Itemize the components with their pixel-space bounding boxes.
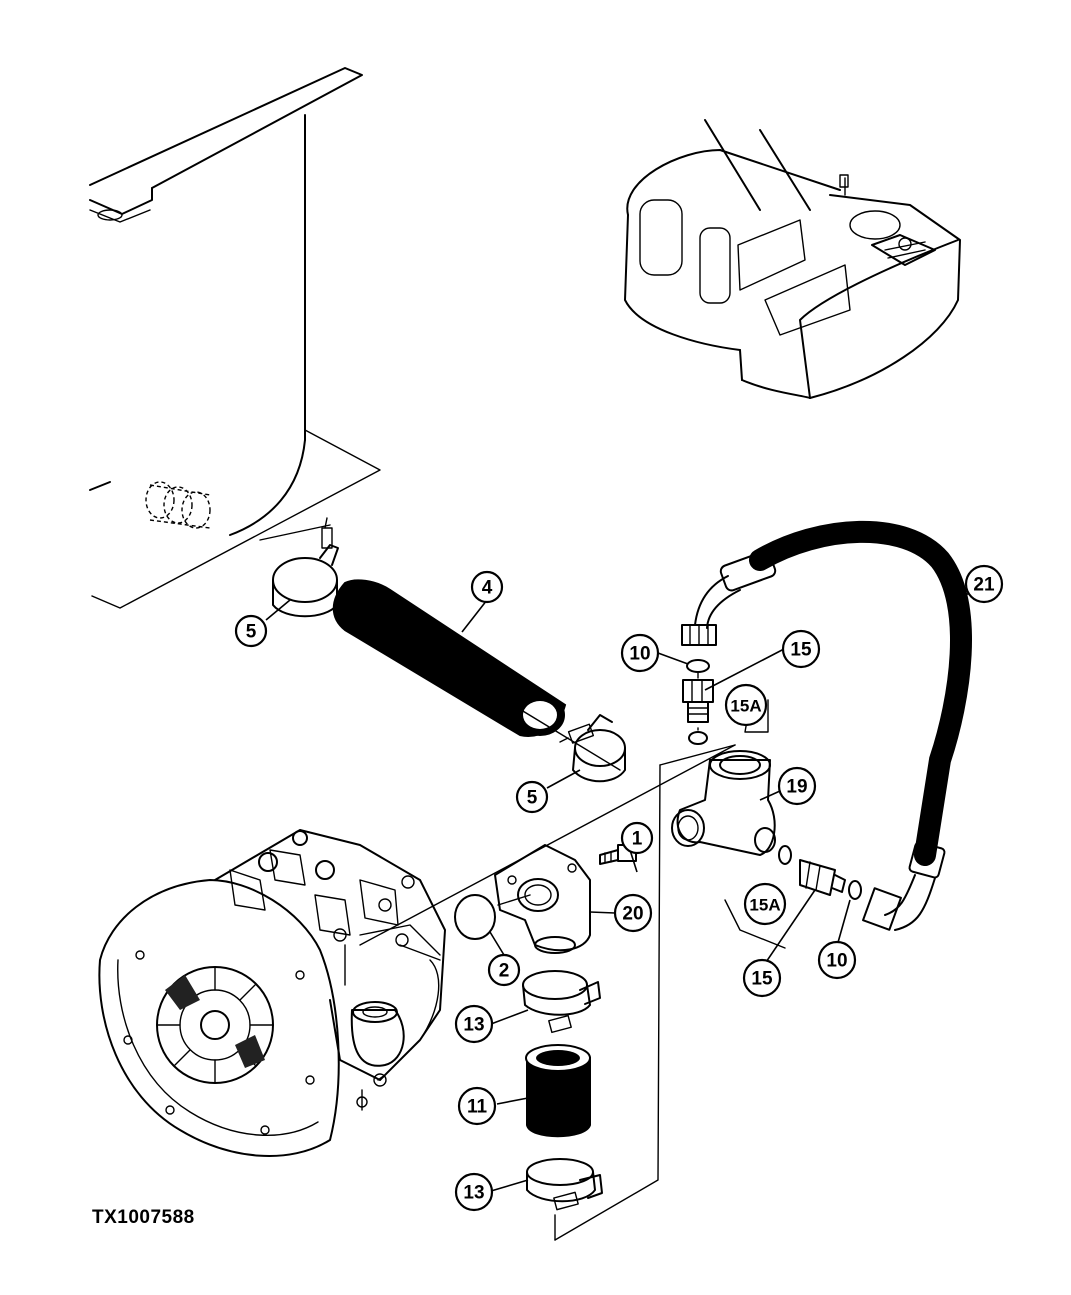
o-ring-mid: [778, 845, 792, 865]
callout-15a-top: 15A: [724, 683, 768, 727]
o-ring-top: [686, 659, 710, 673]
adapter-fitting-top: [682, 679, 714, 745]
callout-11-label: 11: [467, 1097, 488, 1118]
hydraulic-pump: [98, 829, 446, 1157]
callout-15a-mid: 15A: [743, 882, 787, 926]
callout-15-bottom-label: 15: [751, 969, 773, 990]
callout-11: 11: [457, 1086, 497, 1126]
clamp-upper: [522, 970, 601, 1034]
callout-2-label: 2: [499, 961, 510, 982]
locator-highlight: [871, 234, 936, 266]
callout-13-upper-label: 13: [463, 1015, 484, 1036]
adapter-fitting-bottom: [799, 859, 846, 896]
figure-id-label: TX1007588: [92, 1207, 195, 1228]
hose-coupler: [525, 1044, 591, 1138]
callout-15-top: 15: [781, 629, 821, 669]
hydraulic-tank: [89, 67, 381, 609]
pressure-hose: [681, 520, 972, 931]
callout-10-top: 10: [620, 633, 660, 673]
callout-5-top: 5: [234, 614, 268, 648]
callout-10-right-label: 10: [826, 951, 847, 972]
callout-2: 2: [487, 953, 521, 987]
suction-hose: [332, 579, 567, 737]
callout-5-top-label: 5: [246, 622, 257, 643]
excavator-locator-view: [624, 119, 961, 399]
callout-15-top-label: 15: [790, 640, 812, 661]
callout-leaders: [265, 586, 983, 1192]
clamp-lower: [526, 1158, 603, 1211]
assembly-leader-lines: [339, 599, 786, 1241]
callout-1-label: 1: [632, 829, 643, 850]
callout-10-top-label: 10: [629, 644, 650, 665]
callout-4-label: 4: [482, 578, 493, 599]
flange-elbow: [494, 844, 591, 954]
callout-15a-top-label: 15A: [730, 697, 761, 716]
callout-4: 4: [470, 570, 504, 604]
o-ring-flange: [454, 894, 496, 940]
callout-15a-mid-label: 15A: [749, 896, 780, 915]
callout-10-right: 10: [817, 940, 857, 980]
callout-19-label: 19: [786, 777, 807, 798]
callout-19: 19: [777, 766, 817, 806]
callout-20-label: 20: [622, 904, 643, 925]
clamp-top: [272, 517, 339, 618]
callout-13-lower-label: 13: [463, 1183, 484, 1204]
elbow-fitting: [671, 750, 776, 856]
callout-13-upper: 13: [454, 1004, 494, 1044]
callout-20: 20: [613, 893, 653, 933]
callout-21: 21: [964, 564, 1004, 604]
callout-21-label: 21: [973, 575, 995, 596]
o-ring-right: [848, 880, 862, 900]
callout-15-bottom: 15: [742, 958, 782, 998]
callout-5-mid: 5: [515, 780, 549, 814]
callout-1: 1: [620, 821, 654, 855]
callout-5-mid-label: 5: [527, 788, 538, 809]
callout-13-lower: 13: [454, 1172, 494, 1212]
tank-outlet-port: [145, 481, 211, 529]
clamp-middle: [559, 714, 626, 783]
